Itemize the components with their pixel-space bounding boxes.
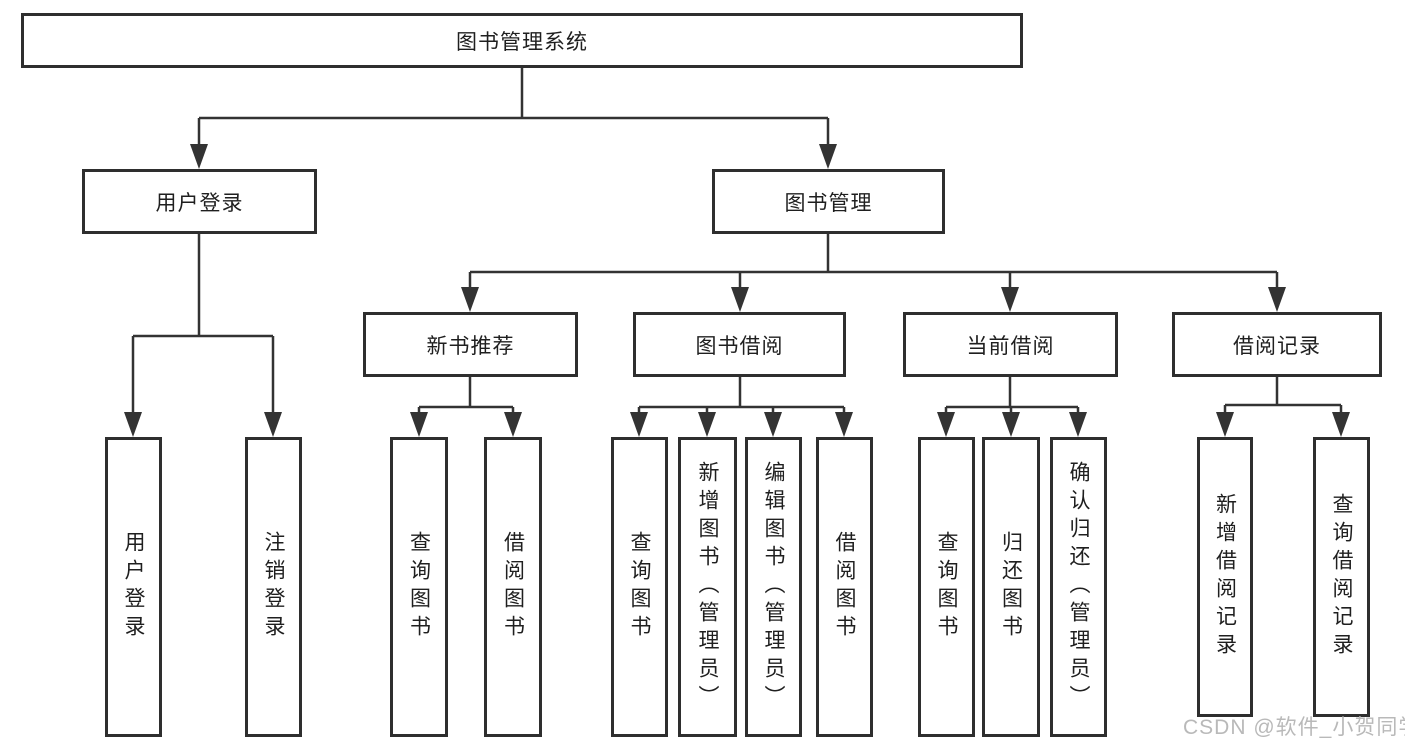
node-leaf-rec-query-books: 查询图书: [390, 437, 448, 737]
node-new-book-recommend: 新书推荐: [363, 312, 578, 377]
node-leaf-bb-borrow-books: 借阅图书: [816, 437, 873, 737]
leaf-label: 查询图书: [628, 531, 651, 643]
node-leaf-br-add-record: 新增借阅记录: [1197, 437, 1253, 717]
node-leaf-bb-add-books-admin: 新增图书（管理员）: [678, 437, 737, 737]
node-current-borrowing: 当前借阅: [903, 312, 1118, 377]
node-borrow-records: 借阅记录: [1172, 312, 1382, 377]
csdn-watermark: CSDN @软件_小贺同学: [1183, 716, 1405, 739]
arrowhead-icons: [124, 144, 1350, 437]
leaf-label: 借阅图书: [501, 531, 525, 643]
leaf-label: 查询图书: [935, 531, 958, 643]
leaf-label: 编辑图书（管理员）: [762, 461, 785, 713]
node-leaf-logout: 注销登录: [245, 437, 302, 737]
leaf-label: 用户登录: [122, 531, 145, 643]
node-leaf-user-login: 用户登录: [105, 437, 162, 737]
node-leaf-rec-borrow-books: 借阅图书: [484, 437, 542, 737]
node-leaf-br-query-record: 查询借阅记录: [1313, 437, 1370, 717]
node-leaf-cb-query-books: 查询图书: [918, 437, 975, 737]
node-root-library-system: 图书管理系统: [21, 13, 1023, 68]
node-book-management: 图书管理: [712, 169, 945, 234]
node-leaf-cb-confirm-return-admin: 确认归还（管理员）: [1050, 437, 1107, 737]
leaf-label: 查询图书: [407, 531, 431, 643]
leaf-label: 归还图书: [999, 531, 1023, 643]
node-leaf-bb-edit-books-admin: 编辑图书（管理员）: [745, 437, 802, 737]
leaf-label: 查询借阅记录: [1330, 493, 1353, 661]
leaf-label: 借阅图书: [833, 531, 856, 643]
leaf-label: 新增借阅记录: [1213, 493, 1237, 661]
node-leaf-cb-return-books: 归还图书: [982, 437, 1040, 737]
node-leaf-bb-query-books: 查询图书: [611, 437, 668, 737]
node-user-login: 用户登录: [82, 169, 317, 234]
leaf-label: 新增图书（管理员）: [696, 461, 719, 713]
leaf-label: 注销登录: [262, 531, 285, 643]
leaf-label: 确认归还（管理员）: [1067, 461, 1090, 713]
node-book-borrowing: 图书借阅: [633, 312, 846, 377]
